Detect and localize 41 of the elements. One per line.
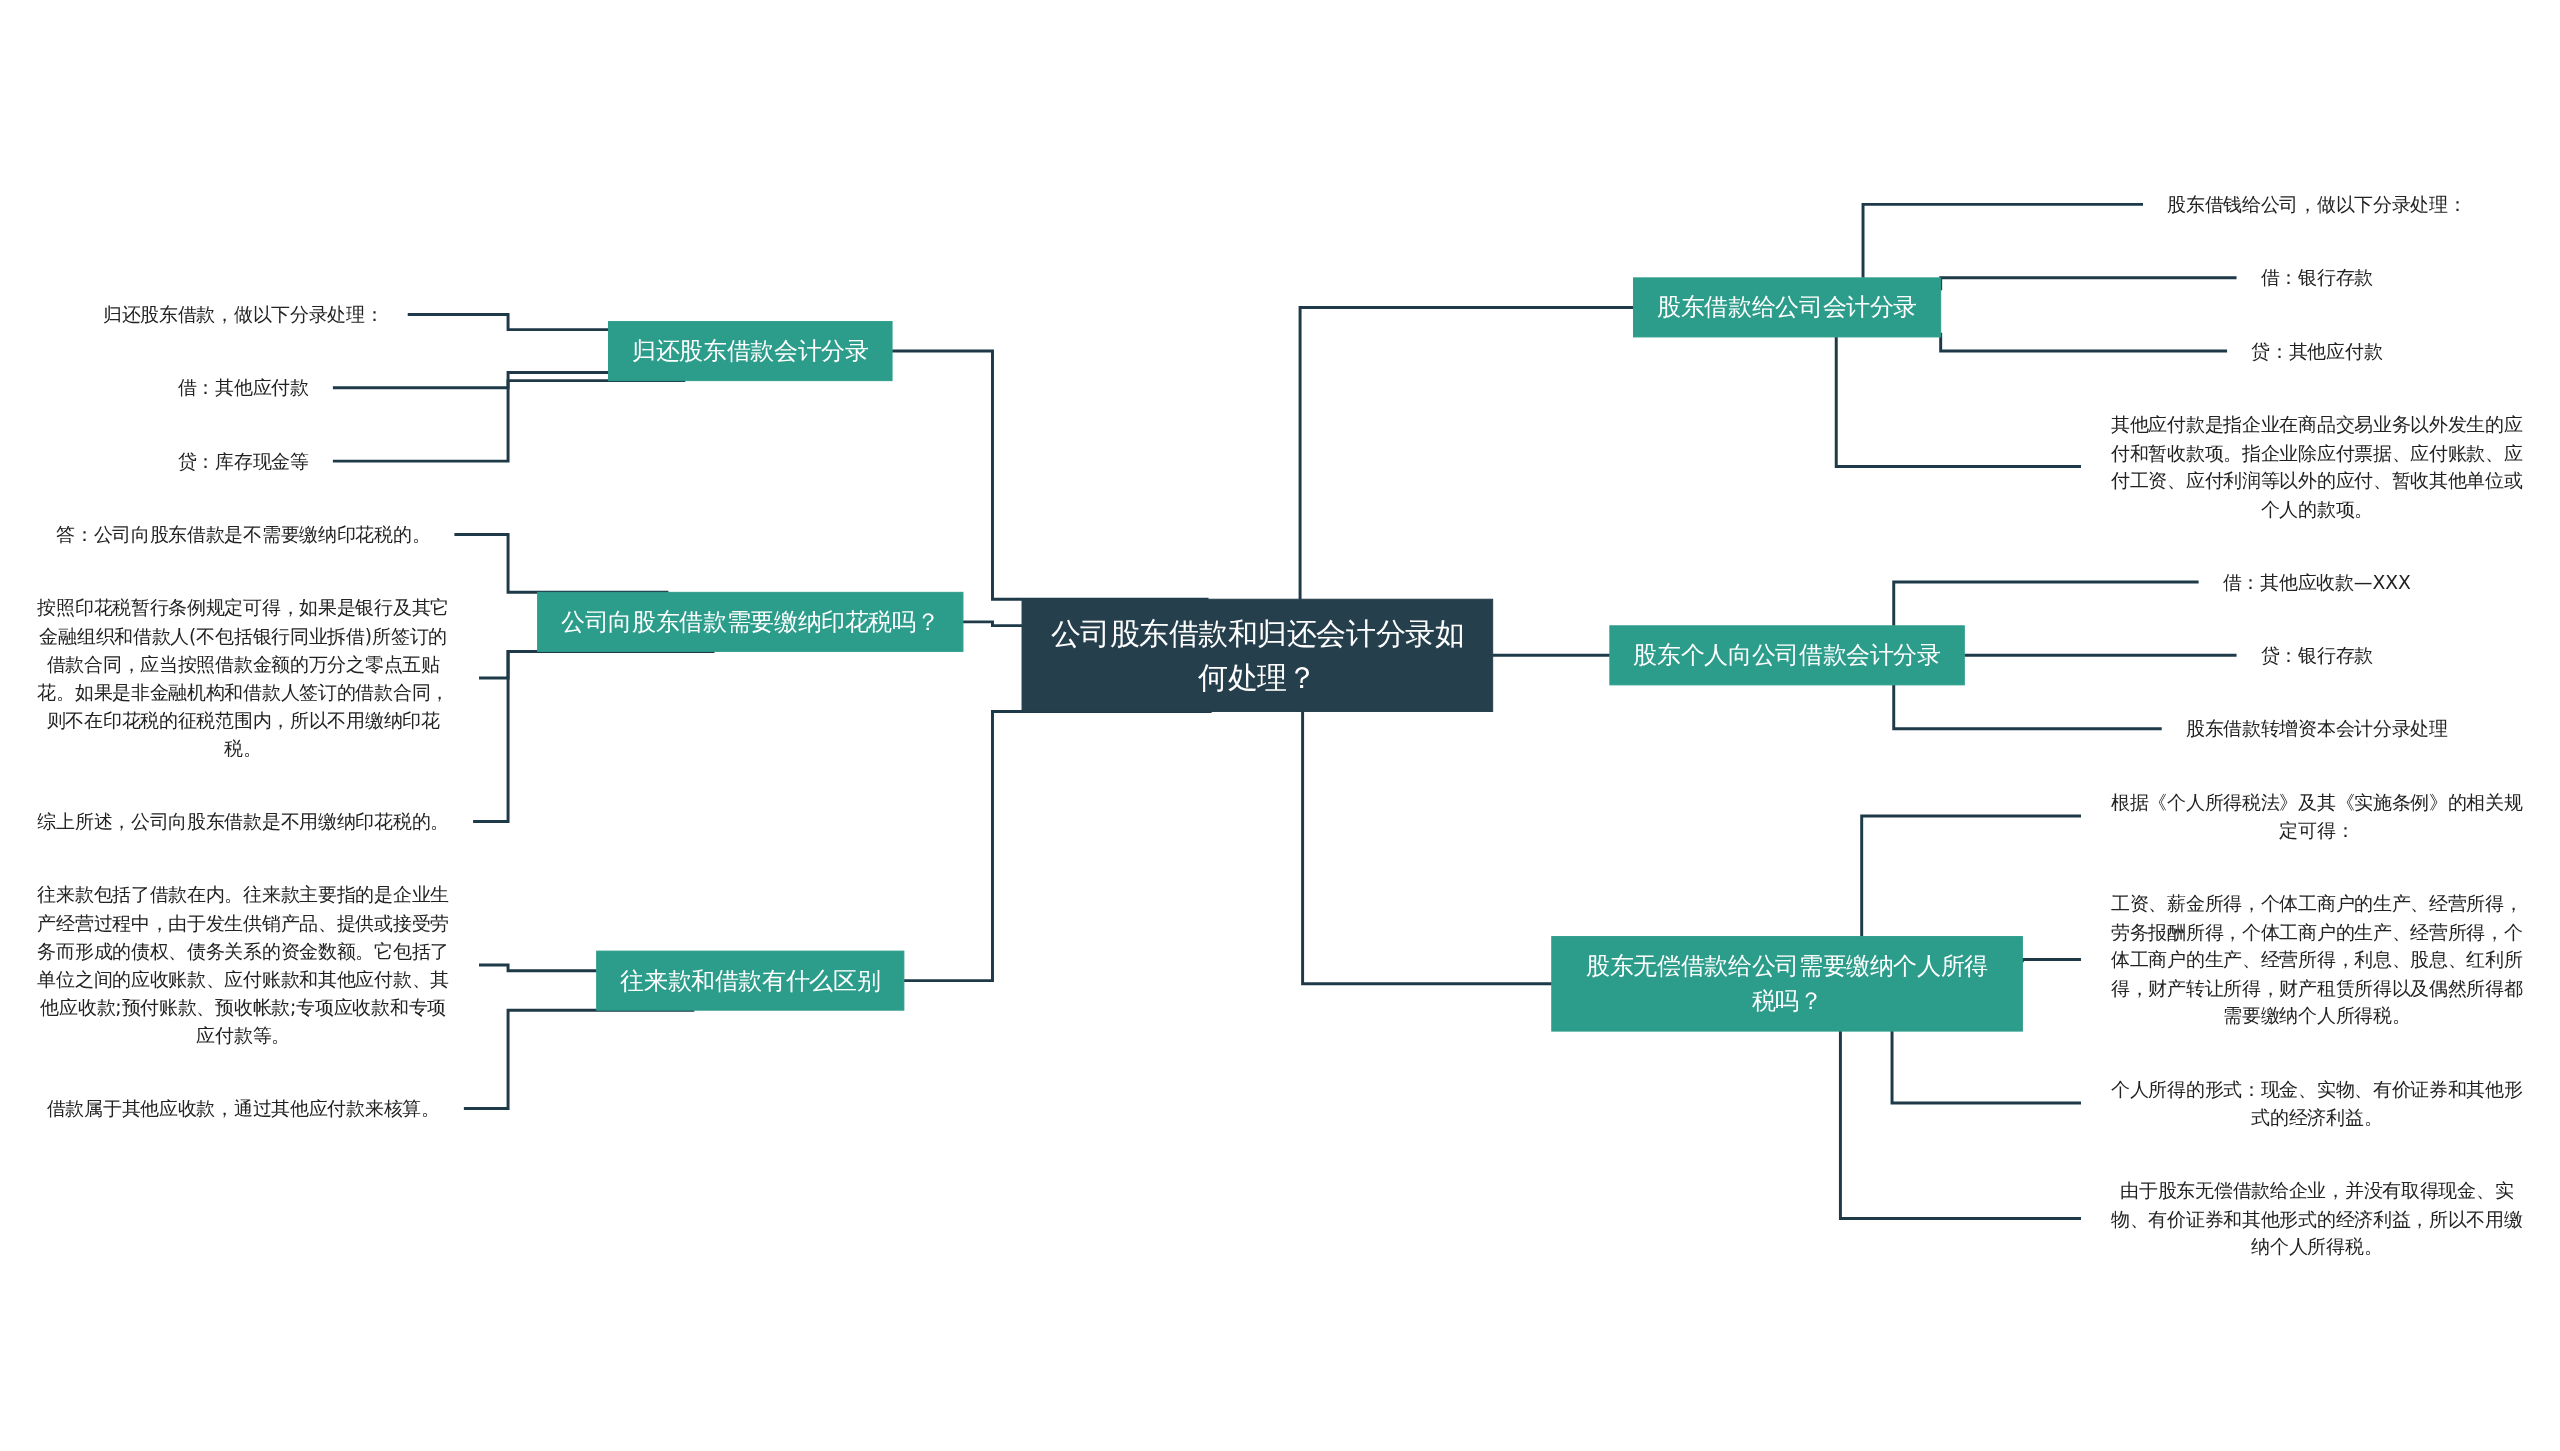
node-box: 公司向股东借款需要缴纳印花税吗？ xyxy=(537,591,964,652)
connector xyxy=(1860,814,2082,937)
connector xyxy=(452,533,669,594)
node-text: 贷：银行存款 xyxy=(2260,644,2373,666)
node-text: 贷：库存现金等 xyxy=(177,450,309,472)
node-text: 股东借钱给公司，做以下分录处理： xyxy=(2167,193,2467,215)
node-text: 根据《个人所得税法》及其《实施条例》的相关规定可得： xyxy=(2111,790,2523,841)
connector xyxy=(1301,711,1552,986)
connector xyxy=(1298,305,1634,600)
connector xyxy=(1491,653,1610,657)
node-box: 往来款和借款有什么区别 xyxy=(596,950,905,1011)
node-text: 答：公司向股东借款是不需要缴纳印花税的。 xyxy=(56,523,431,546)
node-text: 借：其他应付款 xyxy=(177,376,309,399)
connector xyxy=(1892,580,2200,626)
connector xyxy=(961,620,1023,628)
connector xyxy=(1834,336,2082,469)
node-text: 按照印花税暂行条例规定可得，如果是银行及其它金融组织和借款人(不包括银行同业拆借)所签订的借款合同，应当按照借款金额的万分之零点五贴花。如果是非金融机构和借款人签订的借款合同，则不在印花税的征税范围内，所以不用缴纳印花税。 xyxy=(37,596,449,759)
connector xyxy=(477,963,597,973)
node-text: 借款属于其他应收款，通过其他应付款来核算。 xyxy=(46,1097,440,1120)
connector xyxy=(1939,276,2238,291)
node-text: 综上所述，公司向股东借款是不用缴纳印花税的。 xyxy=(37,810,449,833)
connector xyxy=(1890,1031,2082,1105)
node-text: 贷：其他应付款 xyxy=(2251,340,2383,362)
node-text: 借：银行存款 xyxy=(2260,266,2373,289)
node-box: 股东借款给公司会计分录 xyxy=(1633,277,1942,338)
node-box: 股东无偿借款给公司需要缴纳个人所得税吗？ xyxy=(1551,936,2023,1032)
node-box: 归还股东借款会计分录 xyxy=(608,321,893,382)
node-text: 工资、薪金所得，个体工商户的生产、经营所得，劳务报酬所得，个体工商户的生产、经营所得，个体工商户的生产、经营所得，利息、股息、红利所得，财产转让所得，财产租赁所得以及偶然所得都需要缴纳个人所得税。 xyxy=(2111,892,2523,1027)
connector xyxy=(1838,1031,2082,1221)
node-box: 股东个人向公司借款会计分录 xyxy=(1609,625,1965,686)
connector xyxy=(1861,202,2144,278)
connector xyxy=(1892,684,2163,731)
connector xyxy=(1939,332,2228,353)
node-text: 个人所得的形式：现金、实物、有价证券和其他形式的经济利益。 xyxy=(2111,1077,2523,1128)
node-box: 公司股东借款和归还会计分录如何处理？ xyxy=(1021,598,1494,712)
node-text: 股东借款转增资本会计分录处理 xyxy=(2185,717,2448,740)
node-text: 往来款包括了借款在内。往来款主要指的是企业生产经营过程中，由于发生供销产品、提供或接受劳务而形成的债权、债务关系的资金数额。它包括了单位之间的应收账款、应付账款和其他应付款、其他应收款;预付账款、预收帐款;专项应收款和专项应付款等。 xyxy=(37,883,449,1046)
node-text: 其他应付款是指企业在商品交易业务以外发生的应付和暂收款项。指企业除应付票据、应付账款、应付工资、应付利润等以外的应付、暂收其他单位或个人的款项。 xyxy=(2111,413,2523,520)
node-text: 由于股东无偿借款给企业，并没有取得现金、实物、有价证券和其他形式的经济利益，所以不用缴纳个人所得税。 xyxy=(2111,1179,2523,1258)
node-text: 归还股东借款，做以下分录处理： xyxy=(102,303,384,326)
node-text: 借：其他应收款—XXX xyxy=(2222,570,2411,593)
